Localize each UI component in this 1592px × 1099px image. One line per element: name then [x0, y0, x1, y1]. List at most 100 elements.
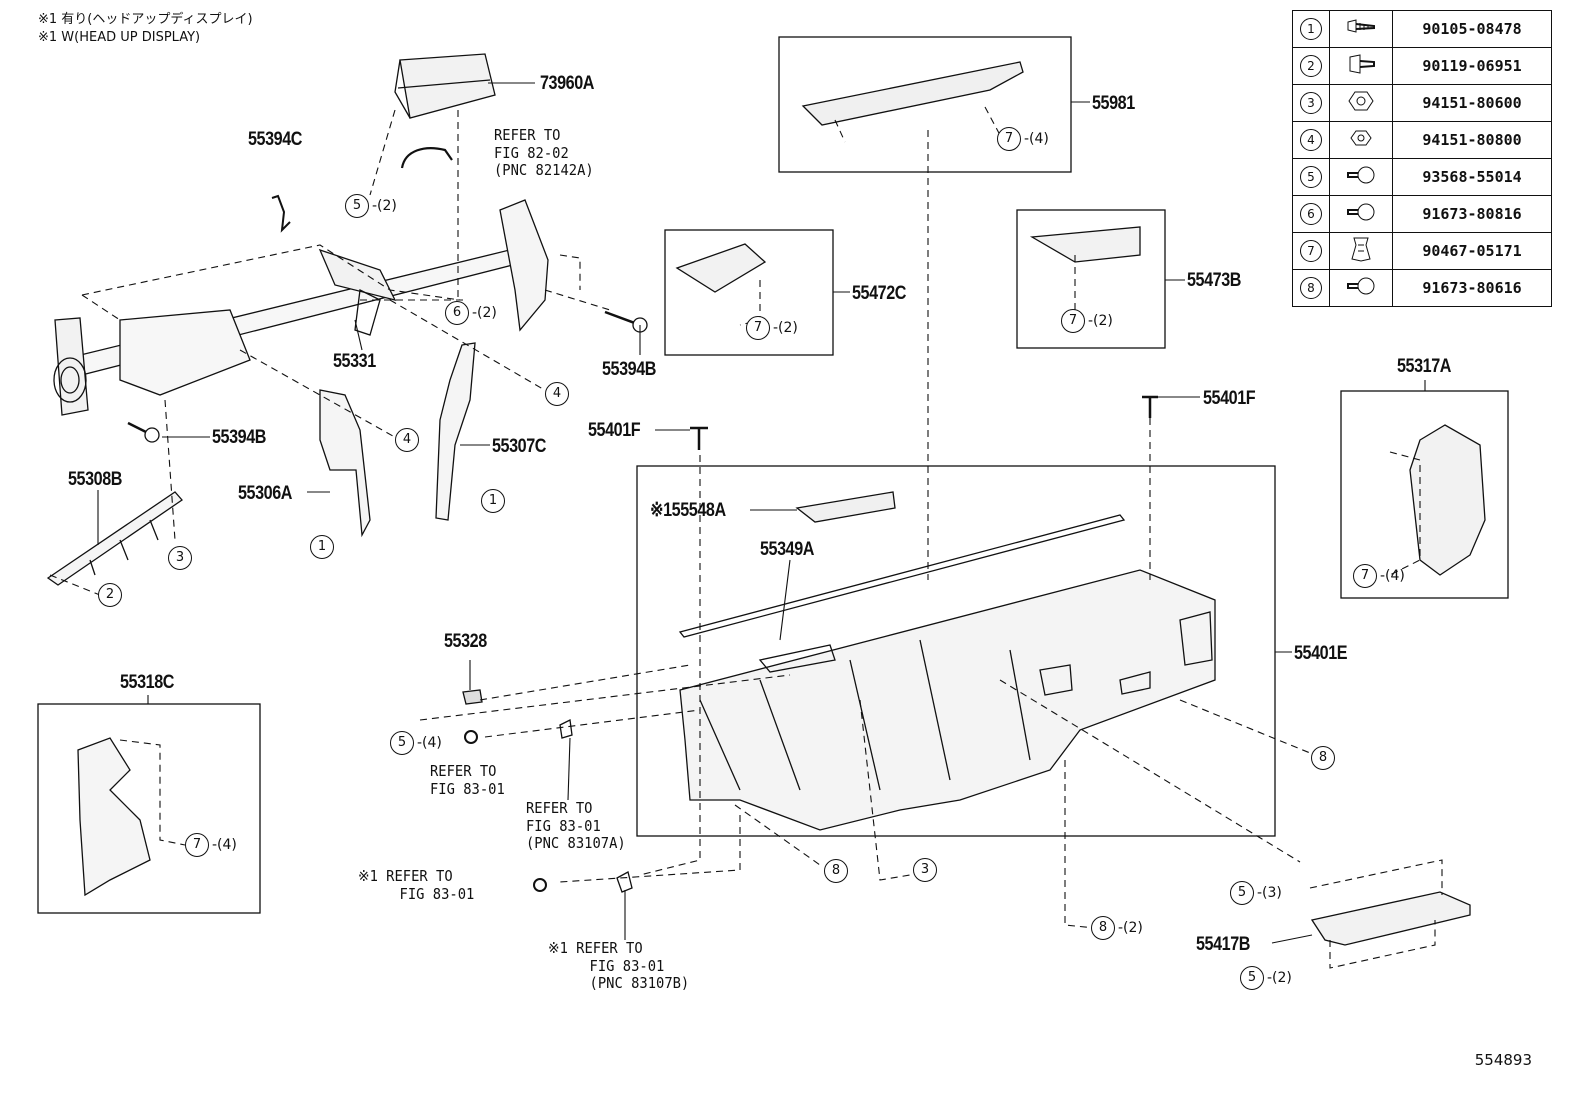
table-row[interactable]: 5 93568-55014	[1292, 158, 1552, 196]
table-row[interactable]: 4 94151-80800	[1292, 121, 1552, 159]
callout-qty: -(2)	[472, 305, 497, 321]
table-row[interactable]: 6 91673-80816	[1292, 195, 1552, 233]
row-number: 7	[1300, 240, 1322, 262]
refer-fig-83-01-d[interactable]: ※1 REFER TO FIG 83-01 (PNC 83107B)	[548, 939, 690, 993]
box-55318C	[37, 703, 261, 914]
label-55318C[interactable]: 55318C	[120, 672, 175, 693]
label-55307C[interactable]: 55307C	[492, 436, 547, 457]
cross-beam-shape	[53, 199, 549, 416]
table-row[interactable]: 8 91673-80616	[1292, 269, 1552, 307]
label-55394B-right[interactable]: 55394B	[602, 359, 657, 380]
part-number: 94151-80800	[1392, 121, 1552, 159]
part-number: 90105-08478	[1392, 10, 1552, 48]
instrument-panel-shape	[679, 569, 1216, 831]
callout-qty: -(2)	[1118, 920, 1143, 936]
callout-circle: 4	[545, 382, 569, 406]
refer-fig-83-01-b[interactable]: REFER TO FIG 83-01 (PNC 83107A)	[526, 799, 626, 853]
figure-number: 554893	[1474, 1051, 1532, 1069]
callout-qty: -(4)	[1024, 131, 1049, 147]
callout-circle: 8	[1311, 746, 1335, 770]
table-row[interactable]: 7 90467-05171	[1292, 232, 1552, 270]
callout-qty: -(2)	[1267, 970, 1292, 986]
callout-qty: -(4)	[212, 837, 237, 853]
label-55331[interactable]: 55331	[333, 351, 376, 372]
bracket-55307C-shape	[435, 342, 476, 521]
strip-55349A-shape	[678, 514, 1126, 638]
part-number: 91673-80616	[1392, 269, 1552, 307]
box-55981	[778, 36, 1072, 173]
panel-55417B-shape	[1310, 891, 1471, 946]
bolt-icon	[1347, 19, 1375, 33]
refer-fig-82-02[interactable]: REFER TO FIG 82-02 (PNC 82142A)	[494, 126, 594, 180]
label-55981[interactable]: 55981	[1092, 93, 1135, 114]
callout-circle: 5	[345, 194, 369, 218]
label-55401F-left[interactable]: 55401F	[588, 420, 641, 441]
callout-qty: -(2)	[1088, 313, 1113, 329]
label-55394C[interactable]: 55394C	[248, 129, 303, 150]
label-73960A[interactable]: 73960A	[540, 73, 595, 94]
callout-qty: -(2)	[372, 198, 397, 214]
label-55394B-left[interactable]: 55394B	[212, 427, 267, 448]
label-55548A[interactable]: ※155548A	[650, 500, 726, 521]
panel-55981-shape	[801, 61, 1024, 126]
row-number: 2	[1300, 55, 1322, 77]
callout-circle: 7	[997, 127, 1021, 151]
refer-fig-83-01-c[interactable]: ※1 REFER TO FIG 83-01	[358, 867, 475, 903]
refer-fig-83-01-a[interactable]: REFER TO FIG 83-01	[430, 762, 505, 798]
callout-qty: -(2)	[773, 320, 798, 336]
panel-55317A-shape	[1409, 424, 1486, 576]
part-number: 93568-55014	[1392, 158, 1552, 196]
row-number: 3	[1300, 92, 1322, 114]
label-55401E[interactable]: 55401E	[1294, 643, 1348, 664]
table-row[interactable]: 3 94151-80600	[1292, 84, 1552, 122]
panel-55318C-shape	[77, 737, 151, 897]
screw-icon	[1347, 166, 1375, 184]
label-55306A[interactable]: 55306A	[238, 483, 293, 504]
callout-circle: 7	[1353, 564, 1377, 588]
table-row[interactable]: 1 90105-08478	[1292, 10, 1552, 48]
callout-circle: 4	[395, 428, 419, 452]
row-number: 5	[1300, 166, 1322, 188]
callout-qty: -(4)	[1380, 568, 1405, 584]
callout-circle: 3	[168, 546, 192, 570]
cover-55548A-shape	[795, 491, 896, 523]
fastener-parts-table: 1 90105-08478 2 90119-06951 3 94151-8060…	[1292, 10, 1552, 307]
bolt-icon	[1349, 54, 1375, 74]
screw-icon	[1347, 203, 1375, 221]
box-55473B	[1016, 209, 1166, 349]
bracket-55306A-shape	[319, 389, 371, 538]
label-55328[interactable]: 55328	[444, 631, 487, 652]
label-55473B[interactable]: 55473B	[1187, 270, 1242, 291]
table-row[interactable]: 2 90119-06951	[1292, 47, 1552, 85]
part-number: 90119-06951	[1392, 47, 1552, 85]
label-55317A[interactable]: 55317A	[1397, 356, 1452, 377]
callout-qty: -(4)	[417, 735, 442, 751]
row-number: 8	[1300, 277, 1322, 299]
callout-circle: 5	[1240, 966, 1264, 990]
nut-icon	[1350, 130, 1372, 146]
part-number: 90467-05171	[1392, 232, 1552, 270]
label-55349A[interactable]: 55349A	[760, 539, 815, 560]
part-number: 91673-80816	[1392, 195, 1552, 233]
label-55472C[interactable]: 55472C	[852, 283, 907, 304]
row-number: 6	[1300, 203, 1322, 225]
panel-55473B-shape	[1029, 226, 1141, 263]
brace-55308B-shape	[46, 491, 183, 586]
box-55401E	[636, 465, 1276, 837]
part-number: 94151-80600	[1392, 84, 1552, 122]
callout-circle: 8	[824, 859, 848, 883]
panel-55472C-shape	[675, 243, 767, 293]
clip-icon	[1351, 237, 1371, 262]
label-55417B[interactable]: 55417B	[1196, 934, 1251, 955]
row-number: 4	[1300, 129, 1322, 151]
nut-icon	[1348, 91, 1374, 111]
note-jp: ※1 有り(ヘッドアップディスプレイ)	[38, 12, 253, 27]
label-55401F-right[interactable]: 55401F	[1203, 388, 1256, 409]
label-55308B[interactable]: 55308B	[68, 469, 123, 490]
row-number: 1	[1300, 18, 1322, 40]
hud-unit-shape	[394, 53, 496, 119]
callout-circle: 5	[1230, 881, 1254, 905]
harness-shape	[400, 147, 453, 169]
callout-circle: 7	[746, 316, 770, 340]
